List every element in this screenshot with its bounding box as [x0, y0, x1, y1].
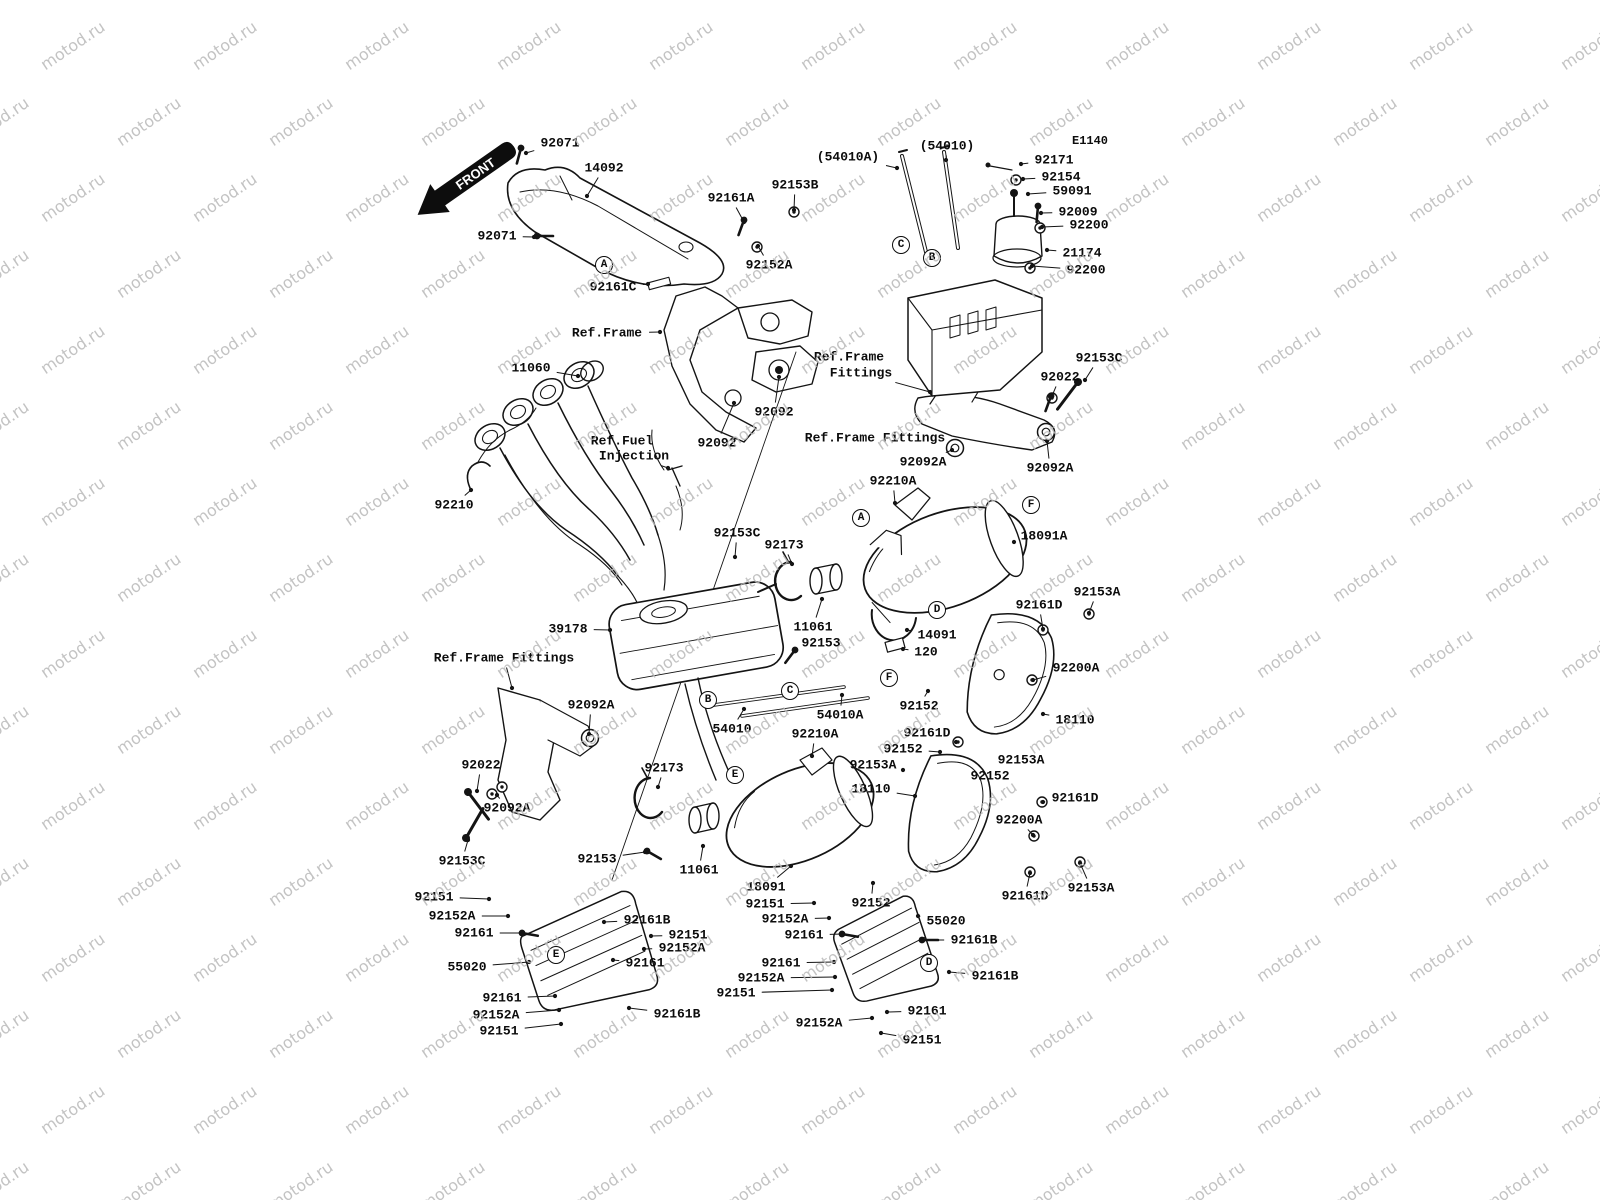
heat-shield	[506, 166, 725, 291]
muffler-cover-upper	[966, 613, 1055, 735]
sleeve-11061-upper	[809, 563, 843, 595]
reservoir	[985, 162, 1046, 274]
hanger-92210A-lower	[799, 747, 833, 776]
pre-chamber	[608, 581, 785, 691]
stay-rods-middle	[712, 685, 870, 718]
end-cover-right	[833, 895, 940, 1003]
battery-box	[907, 279, 1043, 397]
upper-outlet-stub	[757, 583, 777, 593]
end-cover-left	[519, 890, 659, 1011]
clamp-92173-lower	[633, 767, 664, 820]
fuel-injector	[651, 429, 683, 531]
hanger-92210A-upper	[894, 487, 931, 521]
left-frame-fittings	[459, 687, 600, 845]
clamp-92173-upper	[773, 551, 803, 602]
sleeve-11061-lower	[688, 802, 720, 834]
stay-rods-top	[898, 145, 960, 254]
frame-bracket	[611, 286, 819, 881]
muffler-lower	[725, 755, 875, 868]
oxygen-sensor	[466, 407, 537, 489]
muffler-cover-lower	[907, 753, 992, 873]
lower-connecting-pipe	[684, 677, 731, 781]
band-clamp-14091	[870, 609, 917, 653]
muffler-upper	[862, 499, 1028, 624]
